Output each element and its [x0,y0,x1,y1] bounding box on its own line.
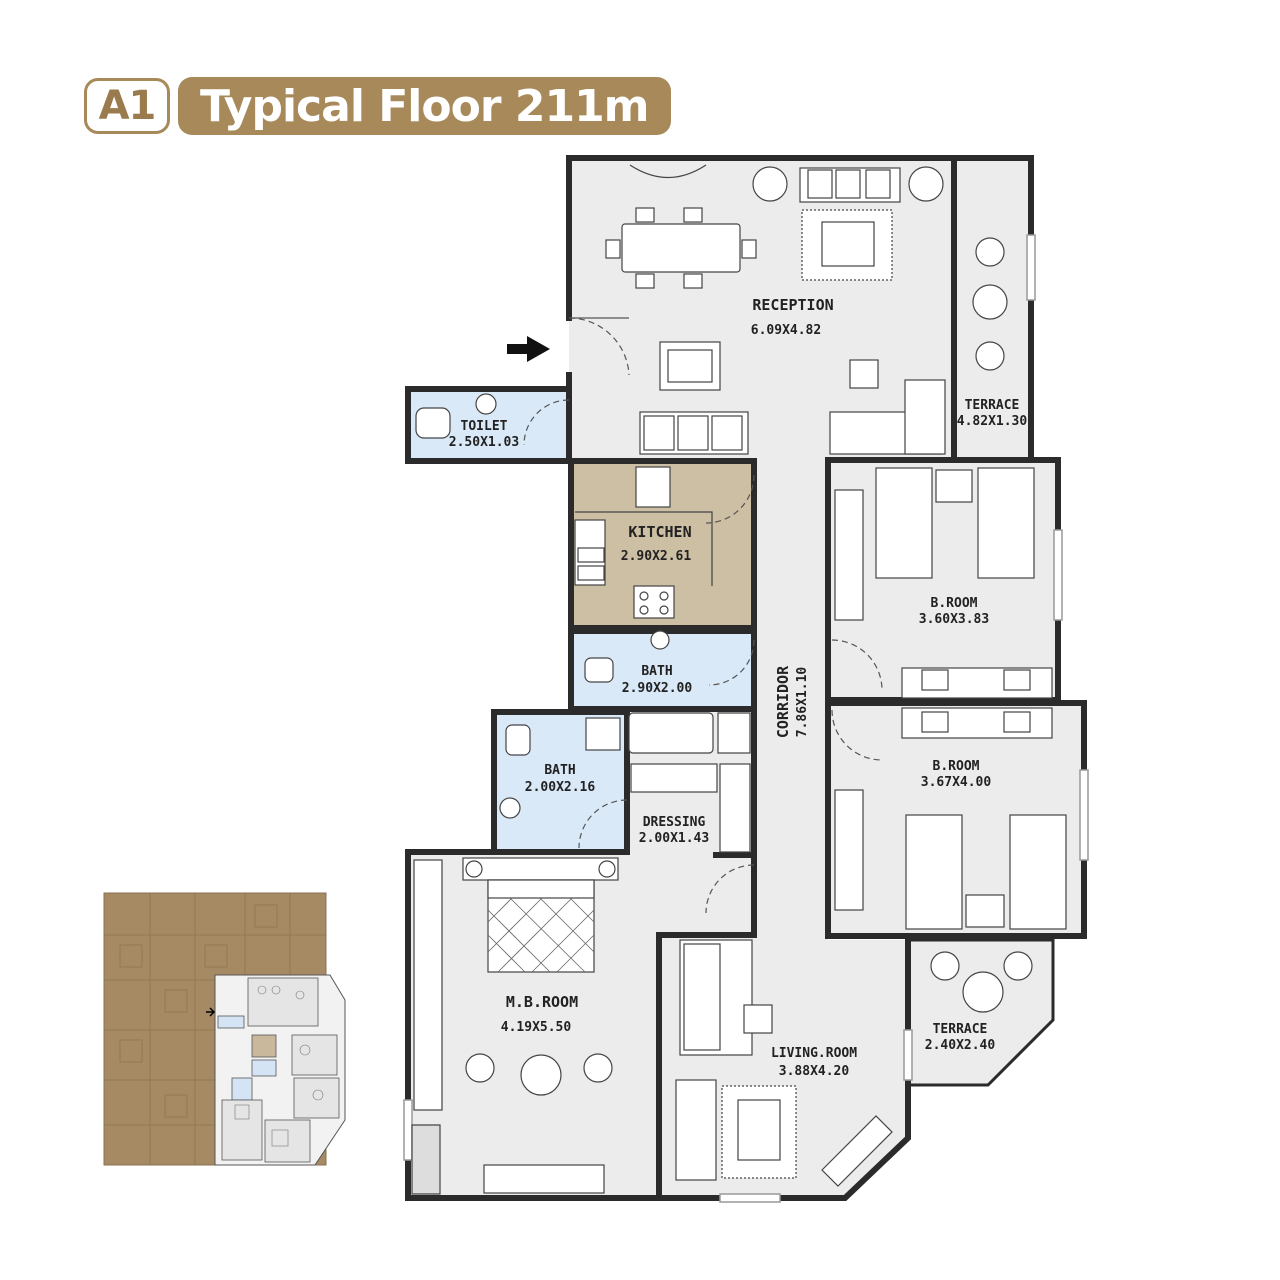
bed-pattern [487,897,595,973]
room-labels: RECEPTION 6.09X4.82 TERRACE 4.82X1.30 TO… [449,296,1028,1079]
plan-title: A1 Typical Floor 211m [84,76,671,136]
broom1-label: B.ROOM [931,596,978,611]
floor-title: Typical Floor 211m [178,77,671,135]
bath2-dims: 2.00X2.16 [525,780,596,795]
broom1-dims: 3.60X3.83 [919,612,989,627]
bath1-dims: 2.90X2.00 [622,681,693,696]
doors [523,317,883,914]
terrace-top-dims: 4.82X1.30 [957,414,1028,429]
living-label: LIVING.ROOM [771,1046,857,1061]
reception-dims: 6.09X4.82 [751,323,821,338]
broom2-dims: 3.67X4.00 [921,775,992,790]
corridor-label: CORRIDOR [774,665,792,738]
dressing-label: DRESSING [643,815,706,830]
reception-label: RECEPTION [752,296,833,314]
windows [403,234,1089,1203]
kitchen-label: KITCHEN [628,523,691,541]
terrace-bottom-dims: 2.40X2.40 [925,1038,996,1053]
broom2-label: B.ROOM [933,759,980,774]
kitchen-dims: 2.90X2.61 [621,549,692,564]
bath2-label: BATH [544,763,575,778]
mbroom-label: M.B.ROOM [506,993,578,1011]
corridor-dims: 7.86X1.10 [795,667,810,738]
furniture [411,164,1067,1195]
living-dims: 3.88X4.20 [779,1064,850,1079]
terrace-bottom-label: TERRACE [933,1022,988,1037]
bath1-label: BATH [641,664,672,679]
keyplan-thumbnail [103,892,346,1166]
entrance-arrow-icon [507,336,550,362]
toilet-dims: 2.50X1.03 [449,435,519,450]
toilet-label: TOILET [461,419,508,434]
mbroom-dims: 4.19X5.50 [501,1020,572,1035]
dressing-dims: 2.00X1.43 [639,831,709,846]
terrace-top-label: TERRACE [965,398,1020,413]
unit-badge: A1 [84,78,170,134]
